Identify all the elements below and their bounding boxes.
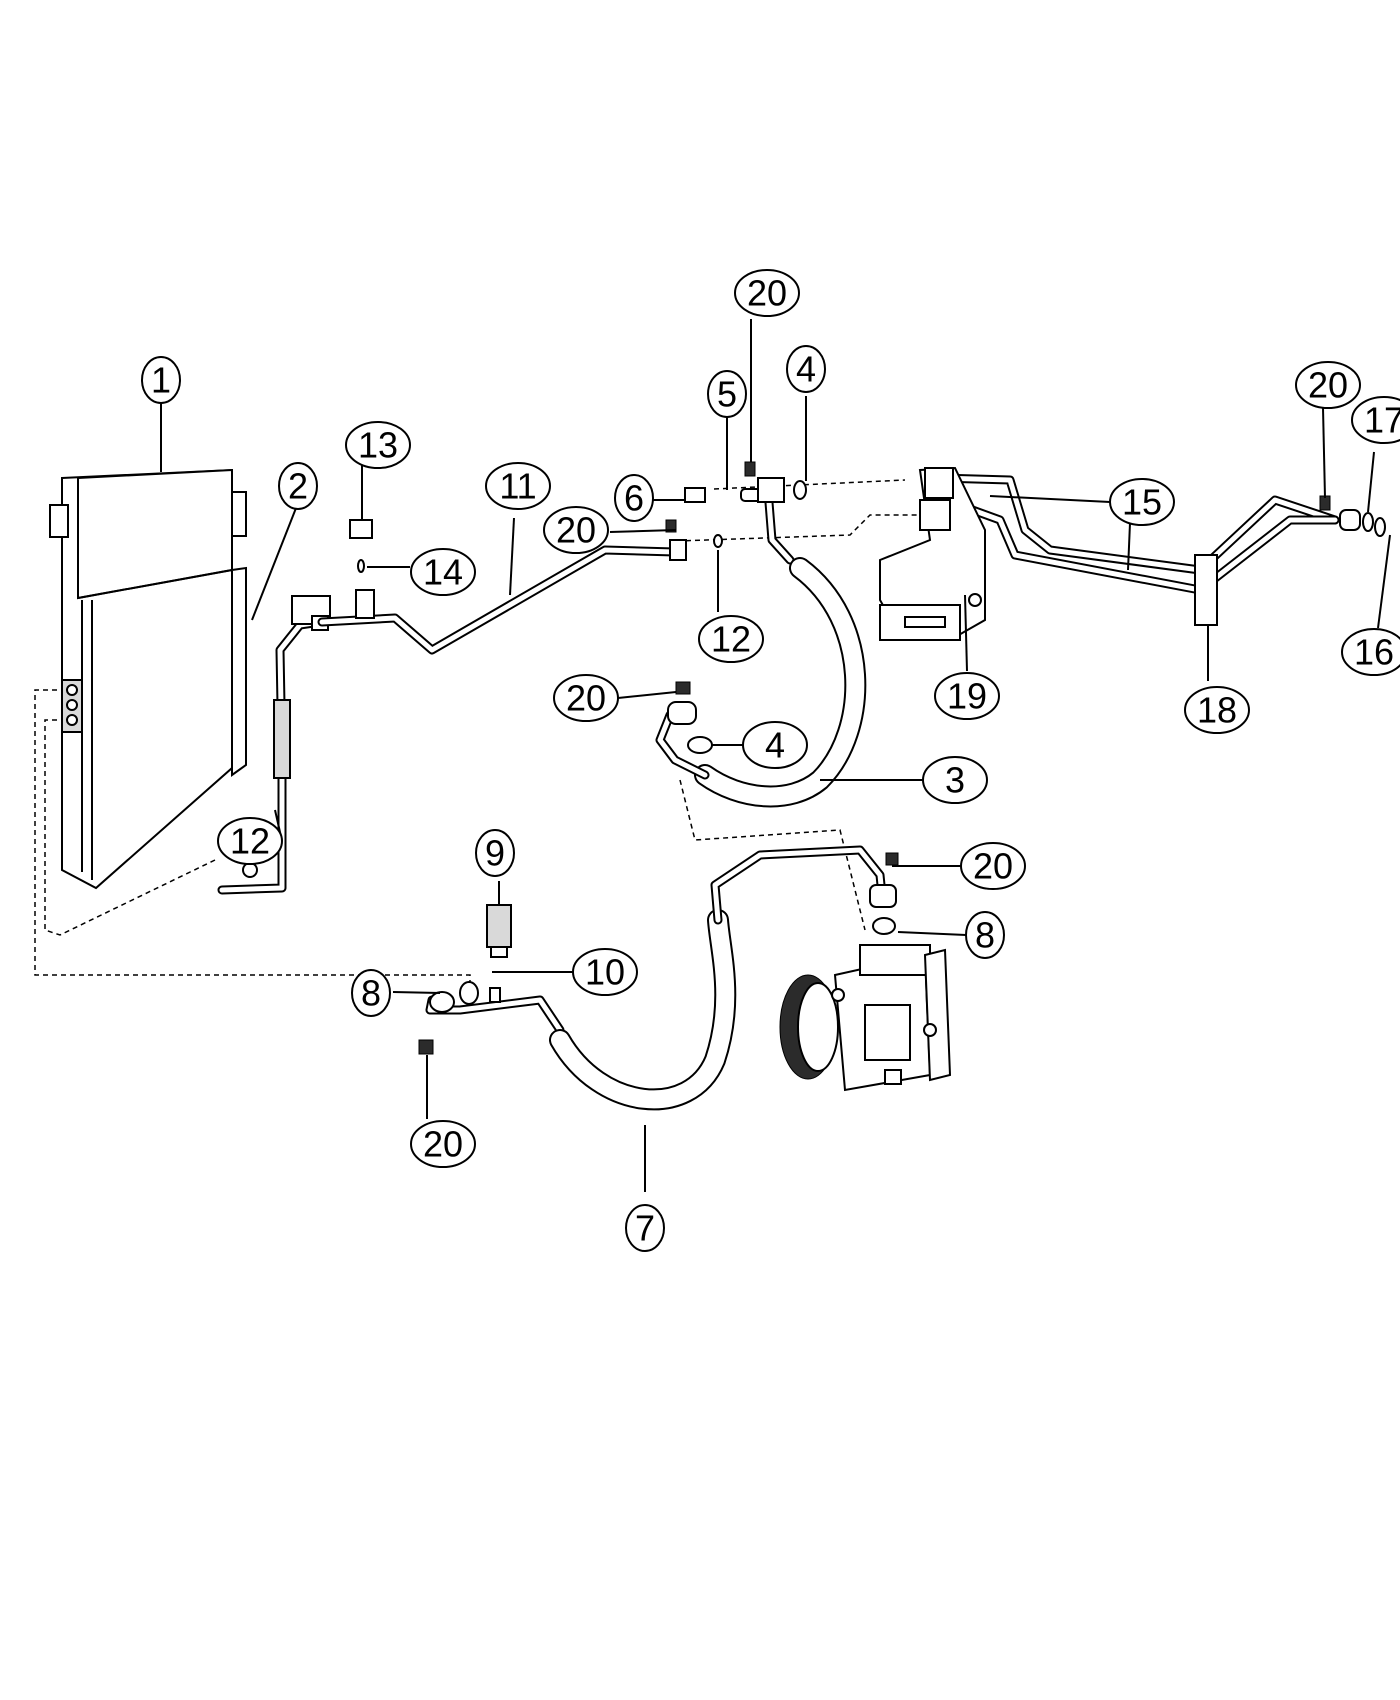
callout-7: 7 <box>625 1204 665 1252</box>
callout-20: 20 <box>553 674 619 722</box>
callout-15: 15 <box>1109 478 1175 526</box>
callout-label: 4 <box>796 349 816 390</box>
ac-compressor <box>779 944 952 1092</box>
callout-20: 20 <box>543 506 609 554</box>
callout-label: 20 <box>973 846 1013 887</box>
callout-label: 20 <box>556 510 596 551</box>
filter-parts <box>349 519 375 619</box>
callout-19: 19 <box>934 672 1000 720</box>
callout-label: 13 <box>358 425 398 466</box>
callout-label: 14 <box>423 552 463 593</box>
pressure-switch <box>486 904 512 973</box>
suction-hose <box>655 477 867 808</box>
callout-18: 18 <box>1184 686 1250 734</box>
callout-12: 12 <box>217 817 283 865</box>
callout-label: 12 <box>230 821 270 862</box>
callout-12: 12 <box>698 615 764 663</box>
callout-20: 20 <box>1295 361 1361 409</box>
callout-label: 20 <box>1308 365 1348 406</box>
callout-17: 17 <box>1351 396 1400 444</box>
callout-4: 4 <box>786 345 826 393</box>
callout-label: 5 <box>717 374 737 415</box>
callout-label: 6 <box>624 478 644 519</box>
callout-8: 8 <box>965 911 1005 959</box>
callout-6: 6 <box>614 474 654 522</box>
callout-label: 8 <box>975 915 995 956</box>
callouts: 1 2 13 14 11 6 20 5 <box>141 269 1400 1252</box>
callout-label: 4 <box>765 725 785 766</box>
callout-label: 8 <box>361 973 381 1014</box>
callout-5: 5 <box>707 370 747 418</box>
callout-label: 20 <box>566 678 606 719</box>
callout-10: 10 <box>572 948 638 996</box>
callout-label: 11 <box>499 466 536 507</box>
callout-label: 10 <box>585 952 625 993</box>
evaporator-lines <box>879 466 1386 642</box>
callout-label: 2 <box>288 466 308 507</box>
callout-label: 20 <box>747 273 787 314</box>
callout-label: 17 <box>1364 400 1400 441</box>
callout-label: 20 <box>423 1124 463 1165</box>
condenser <box>49 468 247 890</box>
callout-20: 20 <box>960 842 1026 890</box>
callout-20: 20 <box>734 269 800 317</box>
callout-3: 3 <box>922 756 988 804</box>
callout-label: 19 <box>947 676 987 717</box>
expansion-fittings <box>665 461 807 548</box>
callout-label: 1 <box>151 360 171 401</box>
callout-1: 1 <box>141 356 181 404</box>
callout-13: 13 <box>345 421 411 469</box>
callout-label: 3 <box>945 760 965 801</box>
callout-label: 18 <box>1197 690 1237 731</box>
liquid-line <box>317 539 687 655</box>
callout-20: 20 <box>410 1120 476 1168</box>
discharge-hose <box>418 845 899 1111</box>
callout-8: 8 <box>351 969 391 1017</box>
callout-2: 2 <box>278 462 318 510</box>
callout-label: 12 <box>711 619 751 660</box>
leader-lines <box>160 319 1391 1192</box>
callout-label: 9 <box>485 833 505 874</box>
callout-4: 4 <box>742 721 808 769</box>
callout-label: 7 <box>635 1208 655 1249</box>
callout-9: 9 <box>475 829 515 877</box>
callout-11: 11 <box>485 462 551 510</box>
callout-14: 14 <box>410 548 476 596</box>
dashed-routing-lines <box>34 479 930 990</box>
callout-16: 16 <box>1341 628 1400 676</box>
callout-label: 15 <box>1122 482 1162 523</box>
callout-label: 16 <box>1354 632 1394 673</box>
